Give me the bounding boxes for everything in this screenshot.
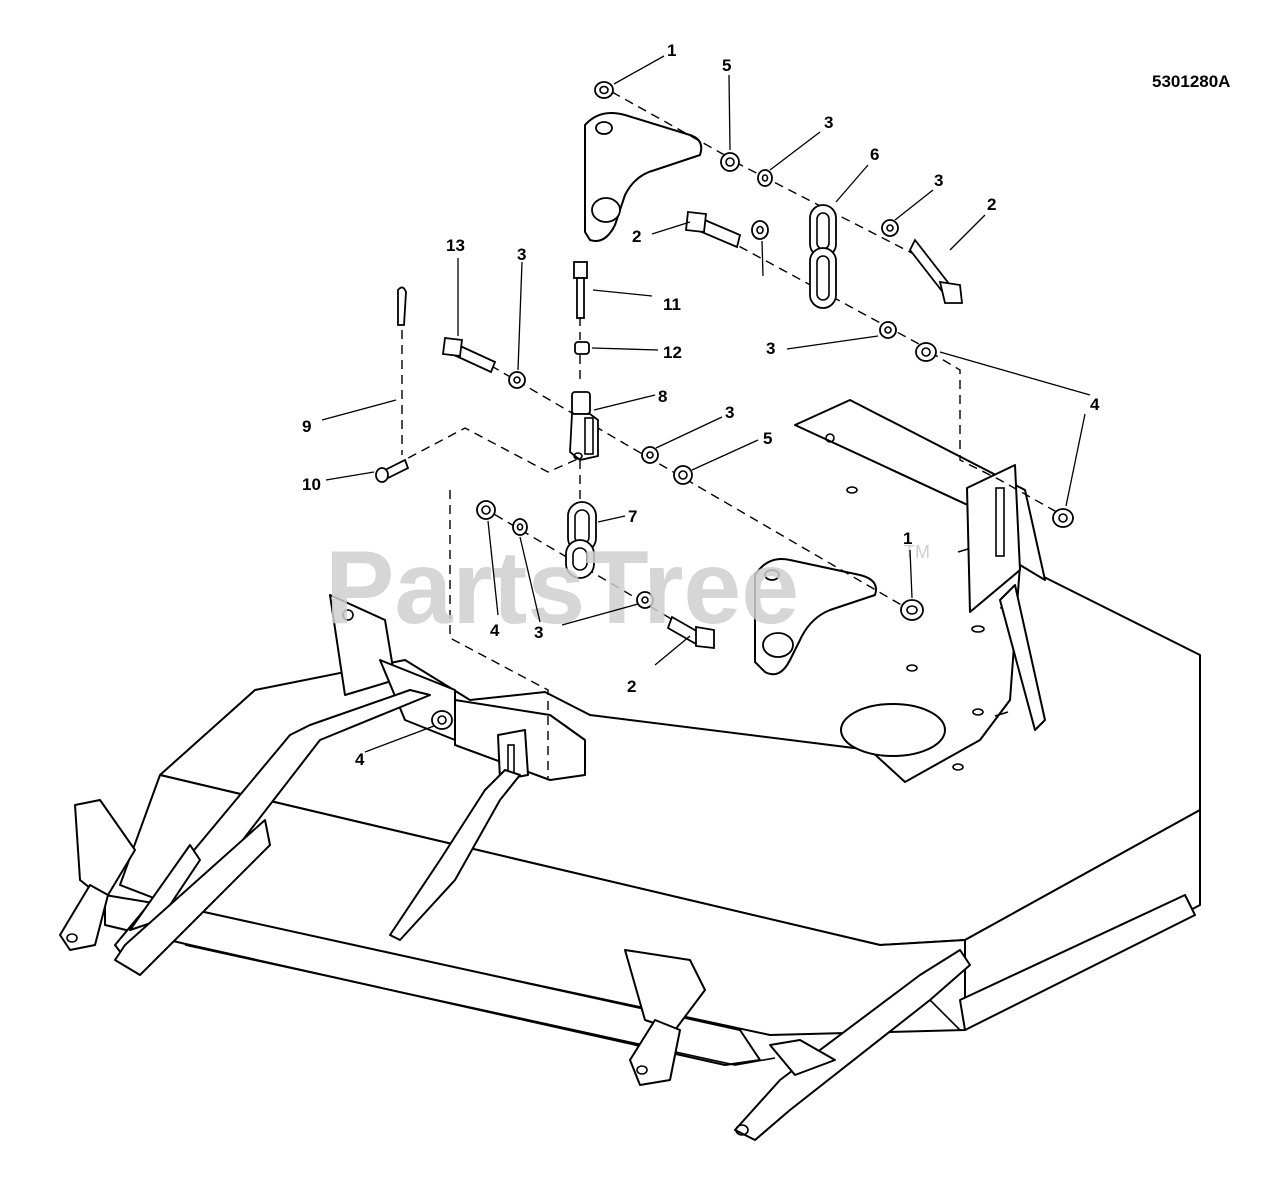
washer-item-3-c (751, 220, 769, 240)
nut-item-12 (574, 341, 590, 355)
washer-item-3-h (636, 591, 654, 609)
chain-item-6 (809, 204, 837, 309)
callout-2-right: 2 (987, 195, 996, 214)
callout-3-e: 3 (725, 403, 734, 422)
callout-6: 6 (870, 145, 879, 164)
bolt-item-13 (441, 337, 497, 374)
callout-1-top: 1 (667, 41, 676, 60)
watermark: PartsTree (325, 530, 799, 646)
nut-item-1-top (594, 81, 614, 99)
callout-9: 9 (302, 417, 311, 436)
callout-7: 7 (628, 507, 637, 526)
bolt-item-11 (573, 261, 588, 319)
callout-10: 10 (302, 475, 321, 494)
callout-12: 12 (663, 343, 682, 362)
callout-4-c: 4 (355, 750, 365, 769)
washer-item-3-d (879, 321, 897, 339)
cotter-pin-item-9 (397, 286, 407, 326)
nut-item-4-d (431, 710, 453, 730)
lower-lift-bracket (754, 558, 877, 676)
washer-item-3-f (641, 446, 659, 464)
hardware (375, 81, 1074, 730)
callout-8: 8 (658, 387, 667, 406)
chain-item-7 (565, 501, 597, 579)
callout-3-d: 3 (766, 339, 775, 358)
clevis-item-8 (569, 391, 599, 461)
drawing-code: 5301280A (1152, 72, 1231, 91)
callout-11: 11 (663, 295, 681, 314)
nut-item-4-a (915, 342, 937, 362)
callout-2-middle: 2 (632, 227, 641, 246)
callout-labels: 1 5 3 6 3 2 13 3 2 11 12 3 4 9 8 3 5 10 … (302, 41, 1100, 769)
washer-item-3-a (757, 169, 773, 187)
washer-item-3-g (512, 518, 528, 536)
bolt-item-2-middle (685, 211, 742, 249)
bolt-item-2-right (908, 238, 964, 304)
upper-lift-bracket (584, 112, 703, 242)
nut-item-1-bottom (900, 599, 924, 621)
nut-item-5-top (720, 152, 740, 172)
callout-5-top: 5 (722, 56, 731, 75)
clevis-pin-item-10 (375, 458, 410, 483)
front-hitch-arms (59, 689, 971, 1141)
callout-3-c: 3 (517, 245, 526, 264)
nut-item-4-c (476, 500, 496, 520)
nut-item-4-b (1052, 508, 1074, 528)
callout-3-a: 3 (824, 113, 833, 132)
callout-3-b: 3 (934, 171, 943, 190)
washer-item-3-b (881, 219, 899, 237)
callout-2-lower: 2 (627, 677, 636, 696)
callout-5-bottom: 5 (763, 429, 772, 448)
callout-4-b: 4 (490, 621, 500, 640)
callout-13: 13 (446, 236, 465, 255)
assembly-lines (394, 91, 1063, 778)
nut-item-5-bottom (673, 465, 693, 485)
callout-3-f: 3 (534, 623, 543, 642)
callout-4-a: 4 (1090, 395, 1100, 414)
bolt-item-2-lower (666, 615, 715, 650)
leader-lines (321, 55, 1091, 753)
callout-1-bottom: 1 (903, 529, 912, 548)
washer-item-3-e (508, 371, 526, 389)
